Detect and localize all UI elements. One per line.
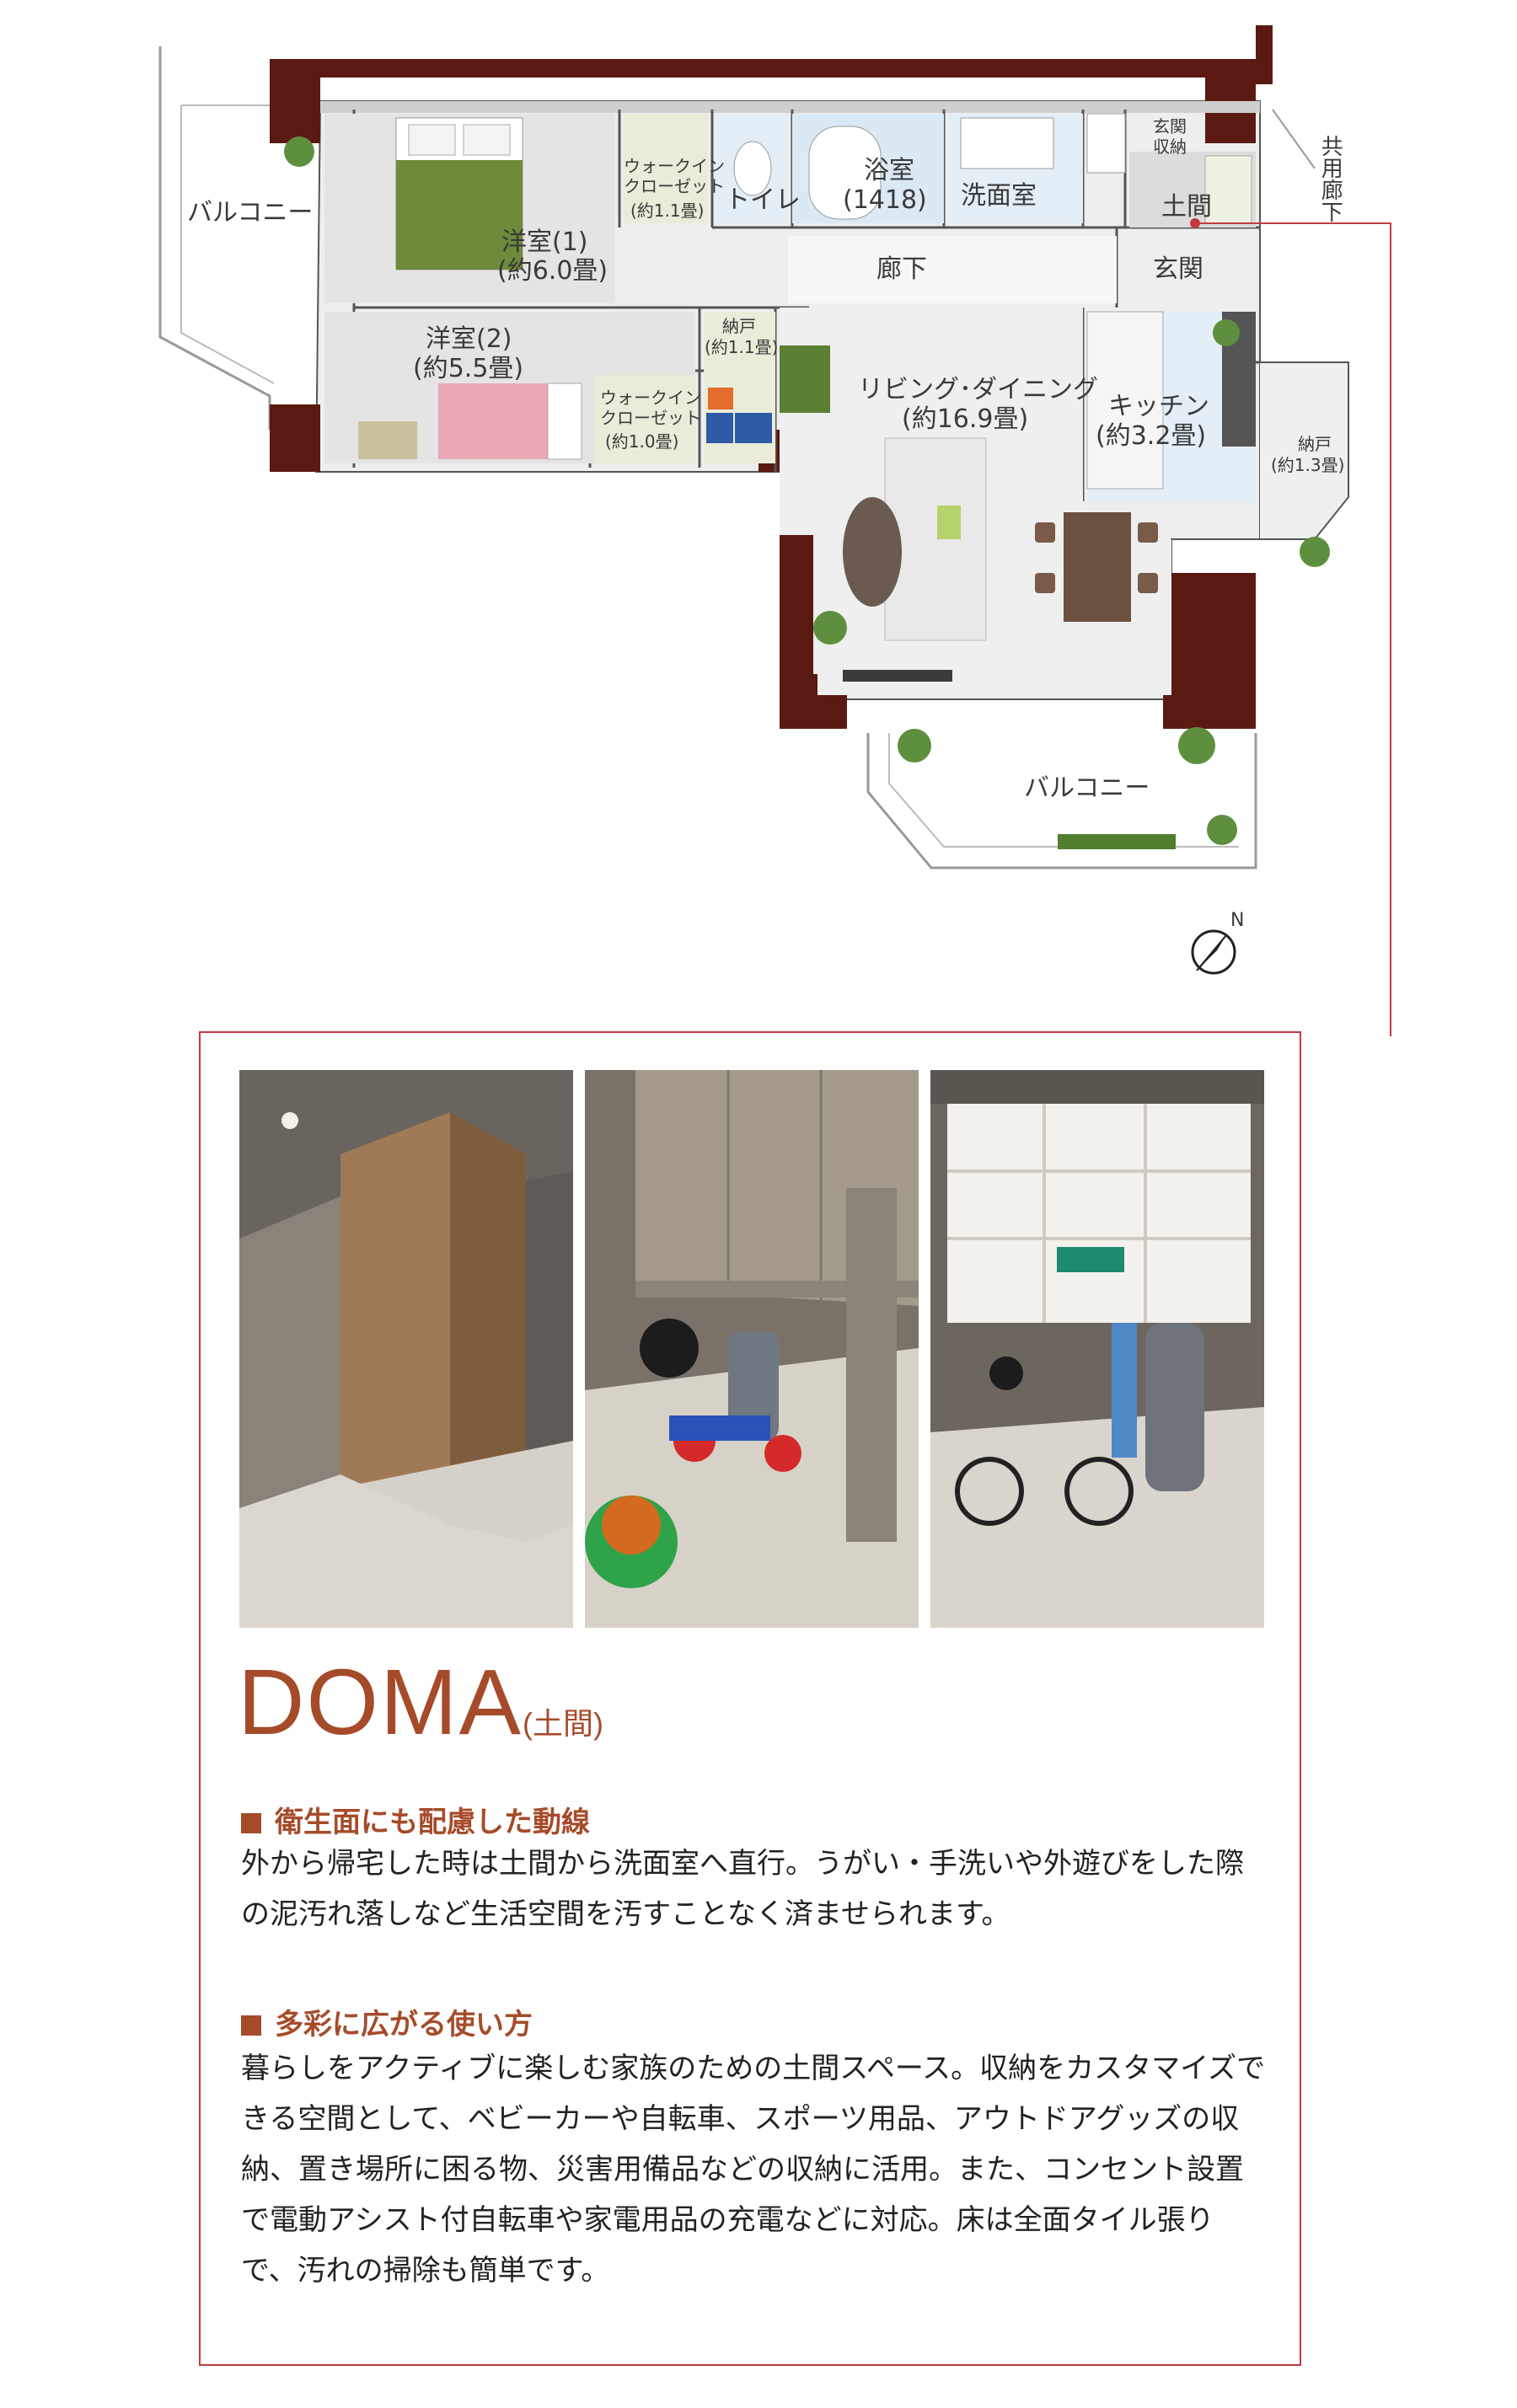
entrance-storage-label: 玄関 収納 — [1153, 116, 1187, 157]
walk-in-closet-1-label: ウォークイン クローゼット — [624, 156, 725, 196]
walk-in-closet-2-size: (約1.0畳) — [605, 431, 679, 452]
section-title: DOMA(土間) — [238, 1656, 603, 1749]
storage-1-size: (約1.1畳) — [705, 337, 779, 357]
storage-1-label: 納戸 — [722, 316, 756, 336]
square-bullet-icon — [241, 2015, 261, 2036]
heading-hygiene-text: 衛生面にも配慮した動線 — [275, 1806, 590, 1839]
storage-2-size: (約1.3畳) — [1271, 455, 1345, 475]
hallway-label: 廊下 — [876, 254, 927, 284]
western-room-2-label: 洋室(2) — [426, 324, 512, 354]
heading-usage-text: 多彩に広がる使い方 — [275, 2008, 533, 2041]
common-corridor-label: 共用廊下 — [1317, 135, 1343, 222]
walk-in-closet-1-size: (約1.1畳) — [630, 201, 705, 221]
washroom-label: 洗面室 — [961, 181, 1037, 211]
walk-in-closet-2-label: ウォークイン クローゼット — [600, 388, 701, 428]
paragraph-usage: 暮らしをアクティブに楽しむ家族のための土間スペース。収納をカスタマイズできる空間… — [241, 2052, 1266, 2288]
section-title-sub: (土間) — [523, 1706, 603, 1741]
compass-icon — [1191, 929, 1236, 975]
balcony-bottom-label: バルコニー — [1024, 773, 1150, 803]
balcony-left-label: バルコニー — [187, 198, 314, 227]
section-title-text: DOMA — [238, 1651, 523, 1754]
toilet-label: トイレ — [725, 185, 801, 215]
floor-plan-drawing — [158, 25, 1391, 1201]
western-room-2-size: (約5.5畳) — [413, 354, 524, 383]
western-room-1-label: 洋室(1) — [501, 227, 588, 257]
floor-plan: N バルコニー 洋室(1) (約6.0畳) ウォークイン クローゼット (約1.… — [0, 0, 1517, 1201]
bathroom-size: (1418) — [843, 185, 927, 215]
living-dining-size: (約16.9畳) — [902, 404, 1029, 434]
bathroom-label: 浴室 — [864, 156, 914, 185]
entrance-label: 玄関 — [1153, 254, 1203, 284]
paragraph-hygiene: 外から帰宅した時は土間から洗面室へ直行。うがい・手洗いや外遊びをした際の泥汚れ落… — [241, 1847, 1244, 1931]
heading-hygiene: 衛生面にも配慮した動線 — [241, 1799, 590, 1840]
storage-2-label: 納戸 — [1298, 434, 1332, 454]
kitchen-label: キッチン — [1108, 392, 1209, 421]
living-dining-label: リビング･ダイニング — [858, 375, 1098, 404]
western-room-1-size: (約6.0畳) — [497, 256, 608, 286]
compass: N — [1180, 910, 1256, 986]
doma-entrance-photo — [239, 1070, 573, 1628]
heading-usage: 多彩に広がる使い方 — [241, 2001, 533, 2042]
square-bullet-icon — [241, 1813, 261, 1833]
doma-shelves-golf-photo — [930, 1070, 1264, 1628]
kitchen-size: (約3.2畳) — [1096, 421, 1207, 451]
doma-storage-bike-photo — [585, 1070, 919, 1628]
doma-label: 土間 — [1161, 192, 1212, 222]
compass-label: N — [1230, 910, 1245, 931]
